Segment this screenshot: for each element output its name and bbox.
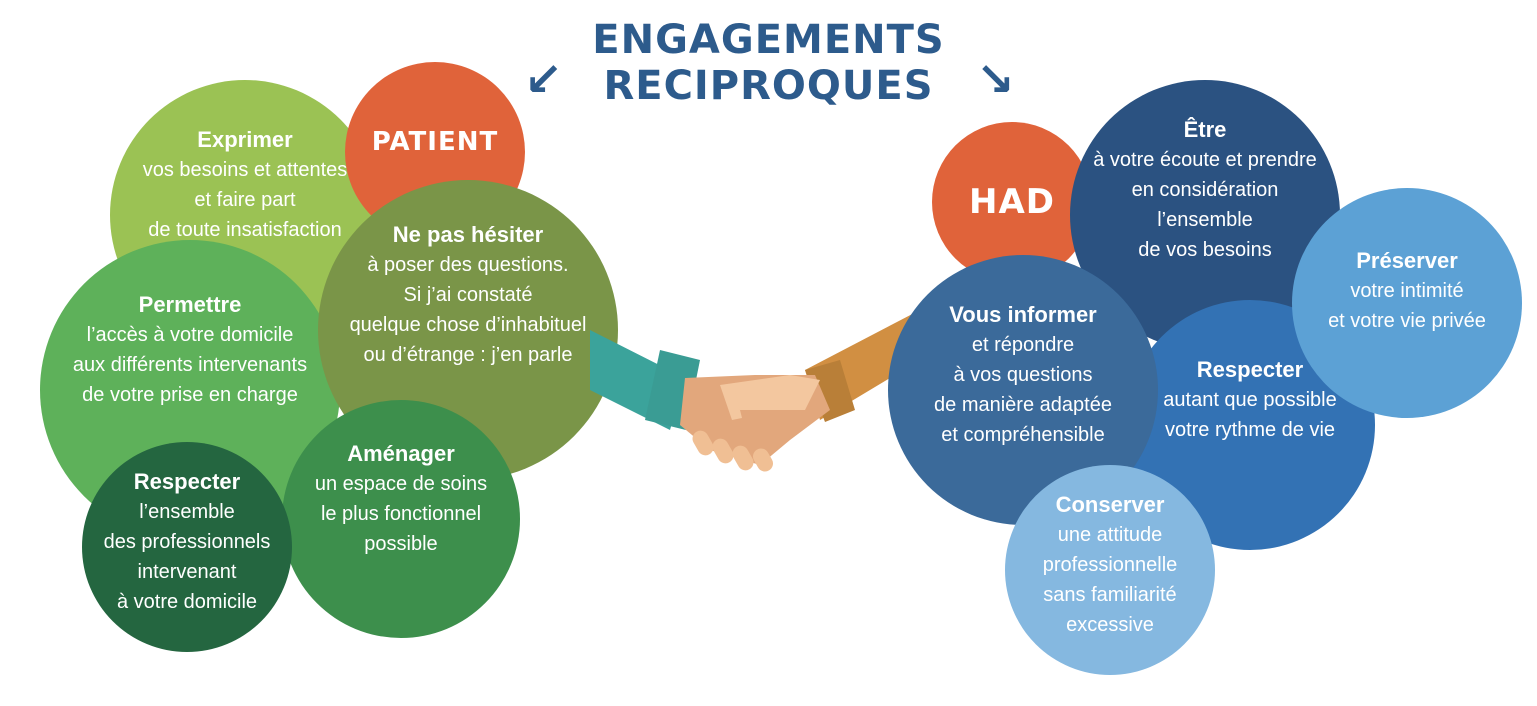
bubble-heading: Respecter (133, 469, 241, 494)
title-line-1: ENGAGEMENTS (592, 17, 945, 63)
bubble-heading: Ne pas hésiter (392, 222, 544, 247)
title-line-2: RECIPROQUES (603, 63, 934, 109)
bubble-amenager: Aménager un espace de soins le plus fonc… (282, 400, 520, 638)
handshake-illustration (590, 310, 920, 472)
bubble-heading: Respecter (1196, 357, 1304, 382)
bubble-heading: Être (1183, 117, 1227, 142)
bubble-heading: Aménager (347, 441, 455, 466)
arrow-down-left-icon: ↙ (524, 52, 563, 106)
bubble-heading: Vous informer (949, 302, 1097, 327)
bubble-heading: Exprimer (197, 127, 293, 152)
bubble-heading: Préserver (1356, 247, 1458, 273)
bubble-respecter-patient: Respecter l’ensemble des professionnels … (82, 442, 292, 652)
bubble-heading: Permettre (138, 292, 242, 317)
patient-label: PATIENT (371, 127, 499, 157)
bubble-exprimer: Exprimer vos besoins et attentes et fair… (110, 80, 380, 350)
bubble-heading: Conserver (1055, 492, 1165, 517)
bubble-preserver: Préserver votre intimité et votre vie pr… (1292, 188, 1522, 418)
had-label: HAD (969, 182, 1055, 222)
bubble-conserver: Conserver une attitude professionnelle s… (1005, 465, 1215, 675)
arrow-down-right-icon: ↘ (976, 52, 1015, 106)
